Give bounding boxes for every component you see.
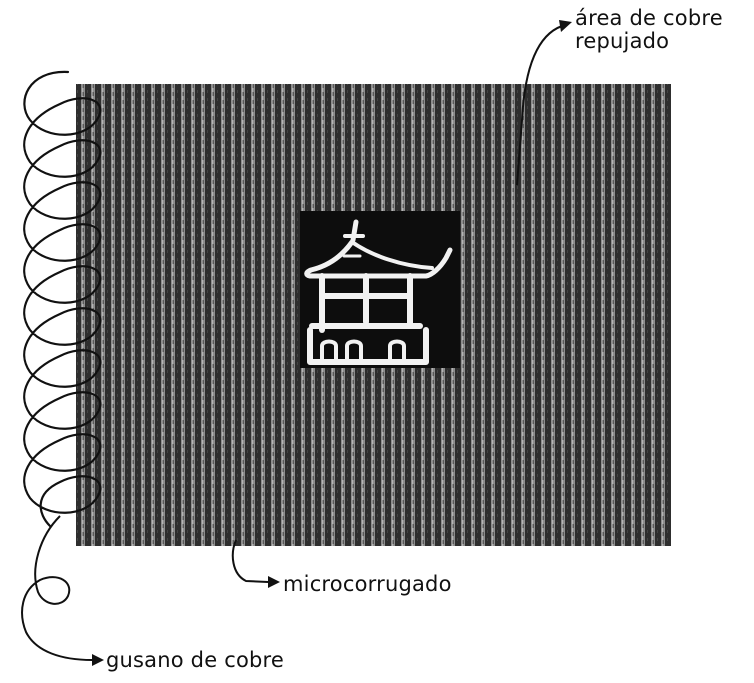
embossed-area-arrow bbox=[516, 20, 572, 186]
embossed-area-label-line1: área de cobre bbox=[575, 6, 723, 30]
microcorrugated-arrow bbox=[231, 539, 280, 588]
copper-spiral-label: gusano de cobre bbox=[106, 648, 285, 672]
pagoda-icon bbox=[304, 219, 453, 365]
microcorrugated-label: microcorrugado bbox=[283, 572, 452, 596]
embossed-area-label-line2: repujado bbox=[575, 29, 670, 53]
pagoda-windows bbox=[320, 339, 406, 363]
copper-spiral-arrow bbox=[21, 515, 104, 666]
spiral-coil-icon bbox=[23, 70, 102, 528]
